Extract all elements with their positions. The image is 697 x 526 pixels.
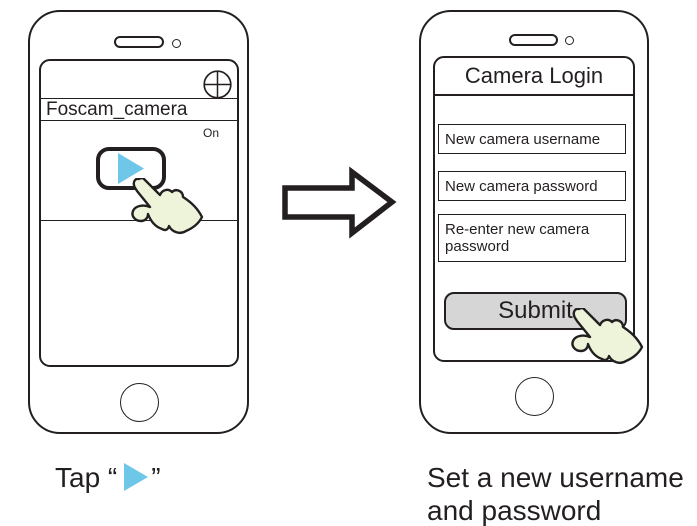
add-camera-icon[interactable]: [203, 70, 232, 99]
play-icon: [118, 153, 144, 184]
front-camera-icon: [172, 39, 181, 48]
next-step-arrow-icon: [282, 166, 397, 239]
caption-right-line2: and password: [427, 495, 602, 526]
camera-panel: On: [41, 121, 237, 221]
camera-list-screen: Foscam_camera On: [39, 59, 239, 367]
screen-title: Camera Login: [464, 63, 604, 88]
camera-list-item[interactable]: Foscam_camera: [41, 99, 237, 121]
home-button[interactable]: [120, 383, 159, 422]
caption-right-line1: Set a new username: [427, 462, 684, 493]
username-field-label: New camera username: [445, 130, 601, 148]
username-field[interactable]: New camera username: [438, 124, 626, 154]
confirm-password-field-label: Re-enter new camera password: [445, 221, 590, 255]
screen-titlebar: Camera Login: [435, 58, 633, 96]
caption-left: Tap “ ”: [55, 462, 161, 494]
play-button[interactable]: [96, 147, 166, 190]
password-field[interactable]: New camera password: [438, 171, 626, 201]
tap-hand-icon: [131, 178, 204, 234]
app-header: [41, 61, 237, 99]
submit-button-label: Submit: [498, 297, 573, 324]
phone-left: Foscam_camera On: [28, 10, 249, 434]
status-label: On: [202, 126, 219, 140]
password-field-label: New camera password: [445, 177, 598, 195]
play-icon: [124, 463, 149, 491]
tap-hand-icon: [571, 308, 644, 364]
submit-button[interactable]: Submit: [444, 292, 627, 330]
camera-name-label: Foscam_camera: [46, 99, 188, 120]
confirm-password-field[interactable]: Re-enter new camera password: [438, 214, 626, 262]
caption-left-prefix: Tap “: [55, 462, 118, 493]
caption-left-suffix: ”: [151, 462, 161, 493]
speaker-icon: [509, 34, 558, 46]
front-camera-icon: [565, 36, 574, 45]
speaker-icon: [114, 36, 164, 48]
home-button[interactable]: [515, 377, 554, 416]
phone-right: Camera Login New camera username New cam…: [419, 10, 649, 434]
caption-right: Set a new username and password: [427, 461, 684, 526]
camera-login-screen: Camera Login New camera username New cam…: [433, 56, 635, 362]
